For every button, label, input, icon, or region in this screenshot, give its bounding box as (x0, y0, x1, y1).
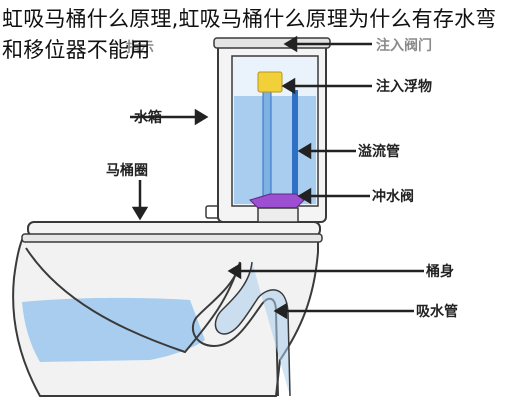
fill-valve-pipe (262, 85, 272, 203)
arrowhead-fill-float (281, 77, 296, 95)
label-flush-valve: 冲水阀 (372, 188, 414, 205)
label-top-left-partial: 指示 (126, 39, 154, 56)
siphon-trapway-inner (214, 261, 291, 397)
arrowhead-toilet-body (227, 262, 242, 280)
label-siphon-pipe: 吸水管 (416, 303, 458, 320)
arrowhead-flush-valve (297, 187, 312, 205)
label-water-tank: 水箱 (134, 109, 162, 126)
arrowhead-overflow (297, 142, 312, 160)
arrowhead-seat-ring (131, 206, 149, 221)
overflow-pipe (292, 90, 298, 202)
bowl-water (22, 297, 205, 362)
label-toilet-body: 桶身 (426, 263, 454, 280)
arrowhead-siphon (273, 302, 288, 320)
label-seat-ring: 马桶圈 (106, 162, 148, 179)
arrowhead-fill-gate (283, 35, 298, 53)
bowl-inner-contour (25, 247, 241, 354)
label-overflow-pipe: 溢流管 (358, 143, 400, 160)
label-fill-float: 注入浮物 (376, 78, 432, 95)
arrowhead-water-tank (194, 108, 209, 126)
flush-outlet (257, 207, 299, 223)
page-title: 虹吸马桶什么原理,虹吸马桶什么原理为什么有存水弯和移位器不能用 (2, 7, 497, 62)
fill-float (257, 71, 283, 93)
seat-lid-edge (21, 233, 323, 243)
label-fill-valve-gate: 注入阀门 (376, 37, 432, 54)
